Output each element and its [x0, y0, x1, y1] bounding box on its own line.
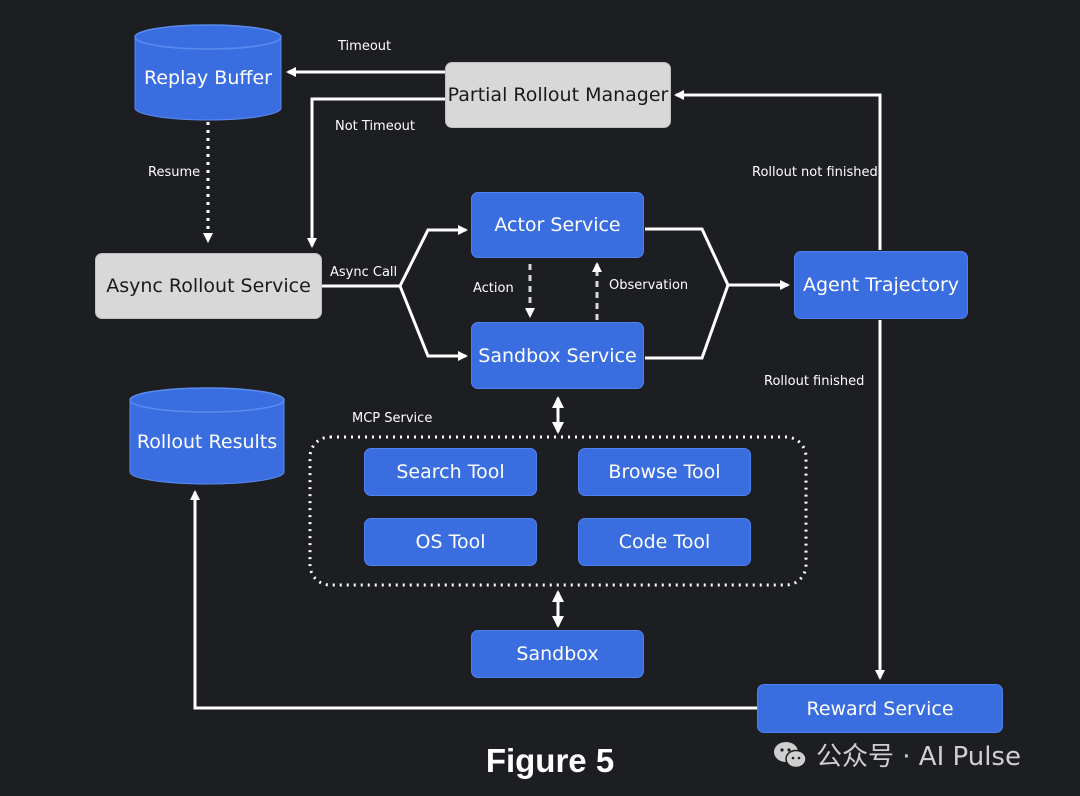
- label-action: Action: [473, 281, 514, 296]
- async-rollout-service-node: Async Rollout Service: [95, 253, 322, 319]
- label-async-call: Async Call: [330, 265, 398, 280]
- replay-buffer-label: Replay Buffer: [144, 67, 272, 89]
- sandbox-node: Sandbox: [471, 630, 644, 678]
- edge-reward-to-results: [190, 490, 757, 710]
- wechat-icon: [774, 741, 807, 768]
- edge-not-timeout: [307, 97, 445, 248]
- label-resume: Resume: [148, 165, 201, 180]
- rollout-results-label: Rollout Results: [136, 431, 278, 453]
- label-mcp-service: MCP Service: [352, 411, 433, 426]
- edge-rollout-not-finished: [674, 90, 882, 250]
- actor-service-node: Actor Service: [471, 192, 644, 258]
- sandbox-service-node: Sandbox Service: [471, 322, 644, 389]
- watermark-text: 公众号 · AI Pulse: [816, 742, 1021, 772]
- label-rollout-not-finished: Rollout not finished: [752, 165, 878, 180]
- figure-caption: Figure 5: [485, 742, 615, 779]
- rollout-results-cylinder: [129, 387, 285, 485]
- label-not-timeout: Not Timeout: [335, 119, 416, 134]
- label-rollout-finished: Rollout finished: [764, 374, 865, 389]
- reward-service-node: Reward Service: [757, 684, 1003, 733]
- agent-trajectory-node: Agent Trajectory: [794, 251, 968, 319]
- edge-async-call-fork: [322, 225, 468, 361]
- watermark: 公众号 · AI Pulse: [772, 736, 1021, 773]
- label-observation: Observation: [609, 278, 689, 293]
- code-tool-node: Code Tool: [578, 518, 751, 566]
- mcp-service-container: [308, 435, 808, 587]
- edge-merge-to-trajectory: [645, 227, 790, 360]
- os-tool-node: OS Tool: [364, 518, 537, 566]
- search-tool-node: Search Tool: [364, 448, 537, 496]
- label-timeout: Timeout: [338, 39, 392, 54]
- replay-buffer-cylinder: [134, 24, 282, 121]
- browse-tool-node: Browse Tool: [578, 448, 751, 496]
- partial-rollout-manager-node: Partial Rollout Manager: [445, 62, 671, 128]
